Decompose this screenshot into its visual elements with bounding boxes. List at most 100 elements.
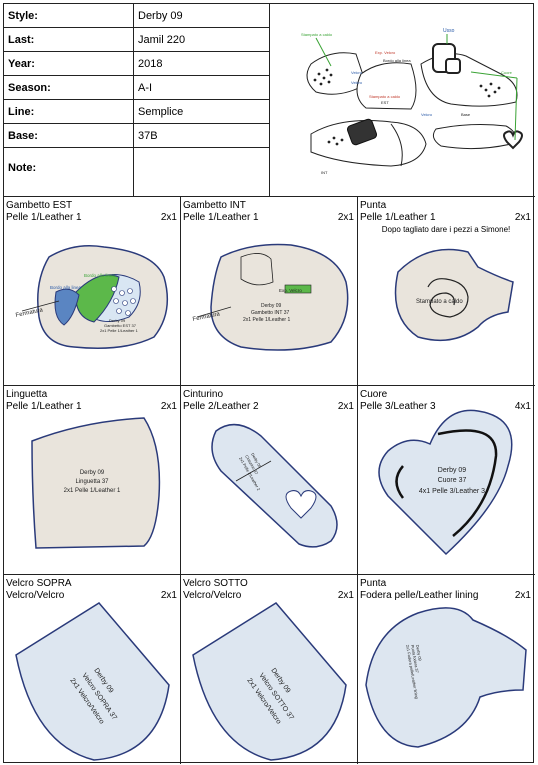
est-green-zone: [75, 274, 120, 323]
linguetta-count: 2x1 Pelle 1/Leather 1: [64, 488, 121, 494]
piece-qty: 2x1: [160, 401, 177, 412]
piece-qty: 2x1: [514, 590, 531, 601]
piece-cuore: Derby 09 Cuore 37 4x1 Pelle 3/Leather 3 …: [358, 386, 534, 575]
cuore-stitch-right: [437, 429, 498, 537]
est-zone2-label: Bordo alla linea: [50, 285, 82, 290]
est-name: Derby 09: [109, 318, 126, 323]
piece-qty: 2x1: [160, 590, 177, 601]
int-fold-label: Fermatura: [192, 311, 221, 323]
last-key: Last:: [8, 34, 35, 46]
callout-9: Stampato a caldo: [369, 94, 401, 99]
piece-material: Velcro/Velcro: [6, 590, 65, 601]
shoe-overview-drawing: Stampato a caldo Cuore Velcro Velcro Uss…: [271, 4, 535, 196]
row-last: Last: Jamil 220: [4, 28, 270, 52]
cuore-name: Derby 09: [438, 467, 467, 474]
est-zone1-label: Bordo alla linea: [84, 273, 116, 278]
callout-3: Velcro: [351, 70, 363, 75]
est-hole-pattern: [111, 286, 136, 316]
piece-material: Pelle 1/Leather 1: [360, 212, 436, 223]
piece-title: Cuore: [360, 389, 388, 400]
piece-material: Pelle 1/Leather 1: [6, 401, 82, 412]
callout-5: Usso: [443, 28, 455, 34]
row-line: Line: Semplice: [4, 100, 270, 124]
velcro-sopra-shape: [15, 602, 170, 761]
punta-fodera-shape: [365, 607, 527, 748]
row-year: Year: 2018: [4, 52, 270, 76]
linguetta-shape: [31, 417, 161, 549]
piece-title: Gambetto EST: [6, 200, 73, 211]
season-key: Season:: [8, 82, 51, 94]
linguetta-name: Derby 09: [80, 470, 105, 476]
est-fold-pointer: [21, 300, 60, 312]
punta-fodera-name: Derby 09: [415, 644, 423, 662]
gambetto-int-shape: [210, 243, 349, 351]
piece-title: Gambetto INT: [183, 200, 246, 211]
row-style: Style: Derby 09: [4, 4, 270, 28]
punta-note: Dopo tagliato dare i pezzi a Simone!: [381, 225, 511, 234]
piece-title: Linguetta: [6, 389, 48, 400]
linguetta-base: Linguetta 37: [75, 479, 109, 485]
cuore-base: Cuore 37: [438, 477, 467, 484]
cuore-stitch-left: [395, 465, 405, 499]
grid-line: [180, 196, 181, 764]
grid-line: [4, 385, 535, 386]
base-key: Base:: [8, 130, 38, 142]
cinturino-heart-cutout: [285, 490, 317, 519]
overview-velcro-dark: [346, 118, 378, 146]
piece-velcro-sopra: Derby 09 Velcro SOPRA 37 2x1 Velcro/Velc…: [4, 575, 180, 764]
cuore-shape: [378, 409, 513, 556]
last-value: Jamil 220: [138, 34, 186, 46]
piece-qty: 2x1: [514, 212, 531, 223]
piece-material: Pelle 1/Leather 1: [6, 212, 82, 223]
cinturino-shape: [211, 423, 338, 548]
int-velcro-tape: [284, 284, 312, 294]
callout-4: Velcro: [351, 80, 363, 85]
overview-side-piece: [356, 62, 417, 110]
piece-cinturino: Derby 09 Cinturino 37 2x1 Pelle 2/Leathe…: [181, 386, 357, 575]
int-name: Derby 09: [261, 303, 282, 309]
piece-material: Pelle 1/Leather 1: [183, 212, 259, 223]
int-inner-line: [240, 253, 274, 286]
overview-dot-pattern-right: [479, 82, 501, 98]
callout-8: Bordo alla linea: [383, 58, 411, 63]
est-dark-blue-zone: [54, 288, 80, 326]
callout-6: Exp. Velcro: [375, 50, 396, 55]
callout-1: Stampato a caldo: [301, 32, 333, 37]
overview-bottom-shoe: [310, 120, 427, 167]
row-season: Season: A-I: [4, 76, 270, 100]
style-key: Style:: [8, 10, 38, 22]
overview-strap-buckle: [445, 58, 461, 74]
piece-title: Velcro SOTTO: [183, 578, 248, 589]
punta-fodera-base: Punta fodera 37: [410, 644, 420, 674]
overview-label-base: Base: [461, 112, 471, 117]
piece-velcro-sotto: Derby 09 Velcro SOTTO 37 2x1 Velcro/Velc…: [181, 575, 357, 764]
grid-line: [4, 196, 535, 197]
callout-2: Cuore: [501, 70, 513, 75]
est-count: 2x1 Pelle 1/Leather 1: [100, 328, 139, 333]
piece-gambetto-int: Exp. Velcro Fermatura Derby 09 Gambetto …: [181, 197, 357, 386]
year-value: 2018: [138, 58, 163, 70]
piece-material: Fodera pelle/Leather lining: [360, 590, 479, 601]
piece-title: Cinturino: [183, 389, 224, 400]
piece-material: Velcro/Velcro: [183, 590, 242, 601]
piece-material: Pelle 2/Leather 2: [183, 401, 259, 412]
line-key: Line:: [8, 106, 35, 118]
piece-qty: 2x1: [337, 401, 354, 412]
header-table: Style: Derby 09 Last: Jamil 220 Year: 20…: [4, 4, 270, 196]
season-value: A-I: [138, 82, 153, 94]
piece-title: Punta: [360, 200, 387, 211]
piece-punta: Stampato a caldo Punta Pelle 1/Leather 1…: [358, 197, 534, 386]
piece-qty: 4x1: [514, 401, 531, 412]
grid-line: [357, 196, 358, 764]
overview-dot-pattern-bottom: [327, 136, 344, 146]
cuore-count: 4x1 Pelle 3/Leather 3: [419, 488, 485, 495]
piece-punta-fodera: Derby 09 Punta fodera 37 2x1 Fodera pell…: [358, 575, 534, 764]
piece-title: Velcro SOPRA: [6, 578, 72, 589]
grid-line: [4, 574, 535, 575]
punta-spiral-stamp: [427, 278, 469, 318]
overview-dot-pattern: [313, 68, 333, 86]
int-tape-label: Exp. Velcro: [279, 288, 302, 293]
overview-heart: [503, 130, 523, 150]
year-key: Year:: [8, 58, 35, 70]
note-key: Note:: [8, 162, 37, 174]
